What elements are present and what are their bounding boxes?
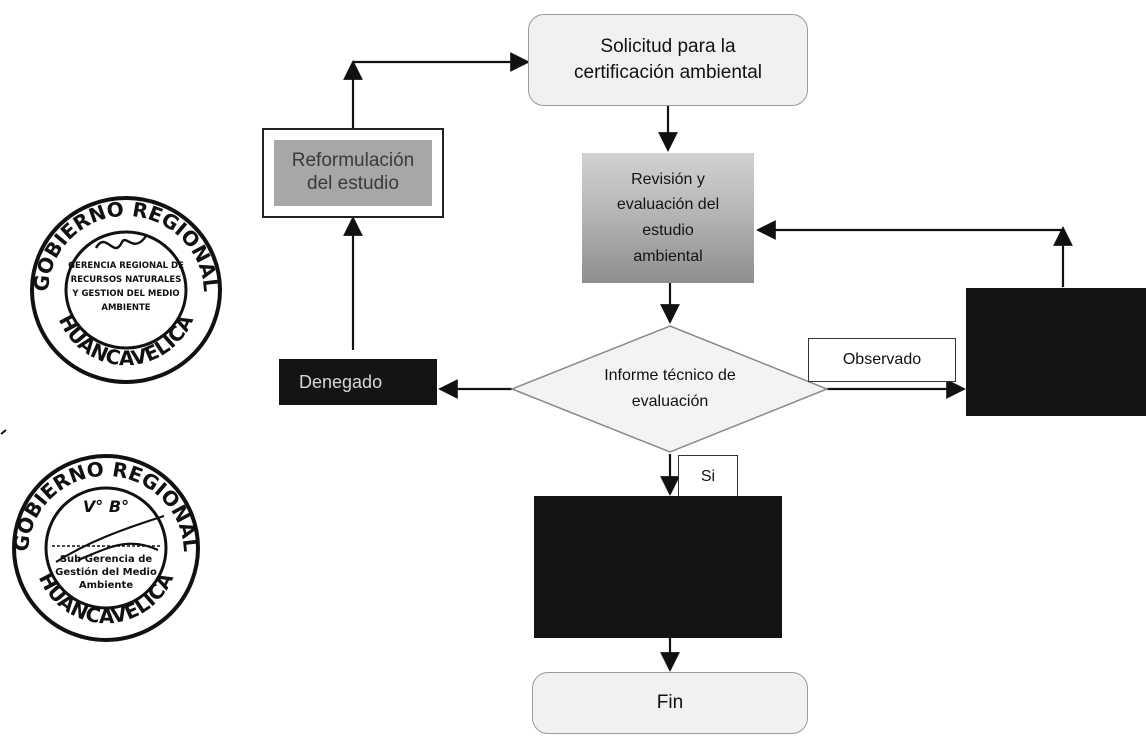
observado-dark-node xyxy=(966,288,1146,416)
seal-bottom-line-3: Ambiente xyxy=(79,580,133,591)
fin-node: Fin xyxy=(532,672,808,734)
reformulacion-label: Reformulación del estudio xyxy=(291,150,415,194)
si-edge-label: Si xyxy=(678,455,738,499)
seal-bottom-mark: V° B° xyxy=(83,497,129,516)
seal-bottom-line-1: Sub Gerencia de xyxy=(60,554,153,565)
seal-top-line-3: Y GESTION DEL MEDIO xyxy=(71,289,179,299)
informe-diamond-shape xyxy=(509,325,830,453)
scan-mark-icon xyxy=(0,429,7,435)
seal-bottom: GOBIERNO REGIONAL HUANCAVELICA V° B° Sub… xyxy=(9,454,203,642)
seal-top-signature-icon xyxy=(94,235,147,250)
fin-label: Fin xyxy=(656,692,684,714)
denegado-node: Denegado xyxy=(279,359,437,405)
seal-top-line-4: AMBIENTE xyxy=(101,303,150,313)
informe-label: Informe técnico de evaluación xyxy=(604,367,736,410)
solicitud-label: Solicitud para la certificación ambienta… xyxy=(574,36,762,83)
si-label: Si xyxy=(700,468,716,486)
aprobado-dark-node xyxy=(534,496,782,638)
revision-node: Revisión y evaluación del estudio ambien… xyxy=(582,153,754,283)
observado-edge-label: Observado xyxy=(808,338,956,382)
seal-top-line-1: GERENCIA REGIONAL DE xyxy=(68,261,184,271)
informe-node: Informe técnico de evaluación xyxy=(580,356,760,422)
solicitud-node: Solicitud para la certificación ambienta… xyxy=(528,14,808,106)
denegado-label: Denegado xyxy=(299,371,383,392)
seal-top: GOBIERNO REGIONAL HUANCAVELICA GERENCIA … xyxy=(29,196,223,384)
reformulacion-node: Reformulación del estudio xyxy=(262,128,444,218)
observado-label: Observado xyxy=(842,351,922,369)
revision-label: Revisión y evaluación del estudio ambien… xyxy=(616,170,720,265)
seal-top-line-2: RECURSOS NATURALES xyxy=(71,275,182,285)
seal-top-ring-bottom: HUANCAVELICA xyxy=(54,310,198,370)
seal-bottom-line-2: Gestión del Medio xyxy=(55,566,157,578)
